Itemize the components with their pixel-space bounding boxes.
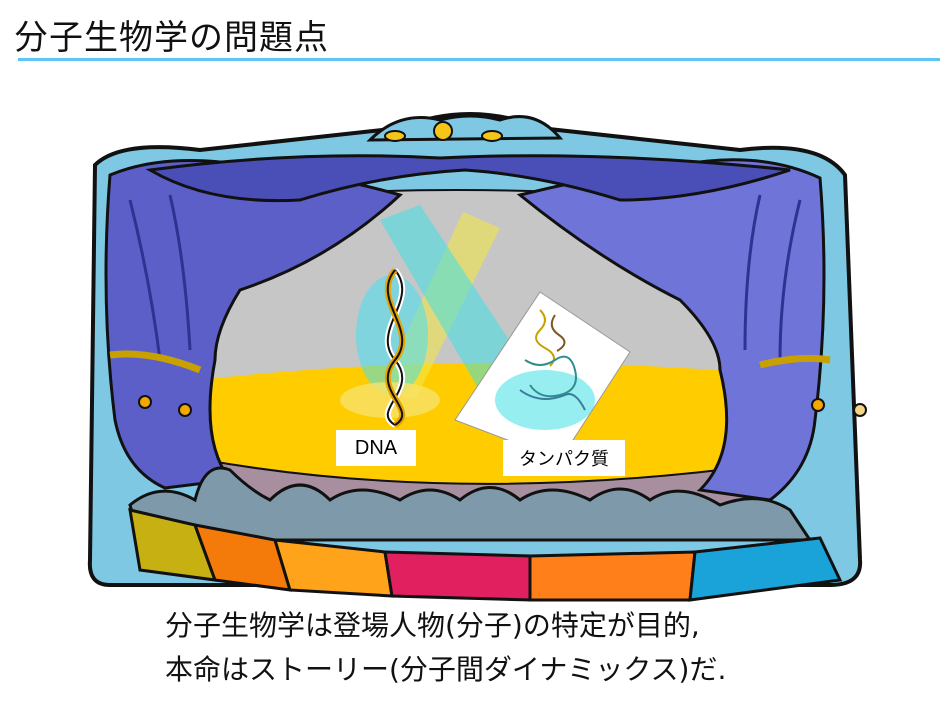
ornament-jewel-center <box>433 121 453 141</box>
footlight-5 <box>528 550 697 602</box>
dna-helix <box>384 268 406 428</box>
dna-glow <box>356 275 428 395</box>
caption-line-1: 分子生物学は登場人物(分子)の特定が目的, <box>165 609 700 642</box>
tassel-right-2 <box>853 403 867 417</box>
tassel-left-1 <box>138 395 152 409</box>
tieback-right <box>759 354 831 369</box>
tieback-left <box>109 350 202 374</box>
top-ornament <box>366 114 564 142</box>
dna-label: DNA <box>336 430 416 466</box>
footlights <box>128 508 843 602</box>
ornament-jewel-left <box>384 130 406 142</box>
curtain-right-fold <box>743 194 802 361</box>
tassel-right-1 <box>811 398 825 412</box>
curtain-left-fold <box>128 194 192 361</box>
protein-structure <box>519 309 586 411</box>
dna-spot <box>340 382 440 418</box>
protein-label: タンパク質 <box>503 440 625 476</box>
footlight-6 <box>688 536 843 602</box>
ornament-jewel-right <box>481 130 503 142</box>
title-underline <box>18 58 940 61</box>
stage-front-cutouts <box>128 466 813 542</box>
curtain-valance <box>145 154 791 203</box>
tassel-left-2 <box>178 403 192 417</box>
footlight-4 <box>383 550 532 602</box>
caption-line-2: 本命はストーリー(分子間ダイナミックス)だ. <box>165 653 727 686</box>
caption: 分子生物学は登場人物(分子)の特定が目的, 本命はストーリー(分子間ダイナミック… <box>165 604 925 692</box>
slide-title: 分子生物学の問題点 <box>14 18 329 58</box>
